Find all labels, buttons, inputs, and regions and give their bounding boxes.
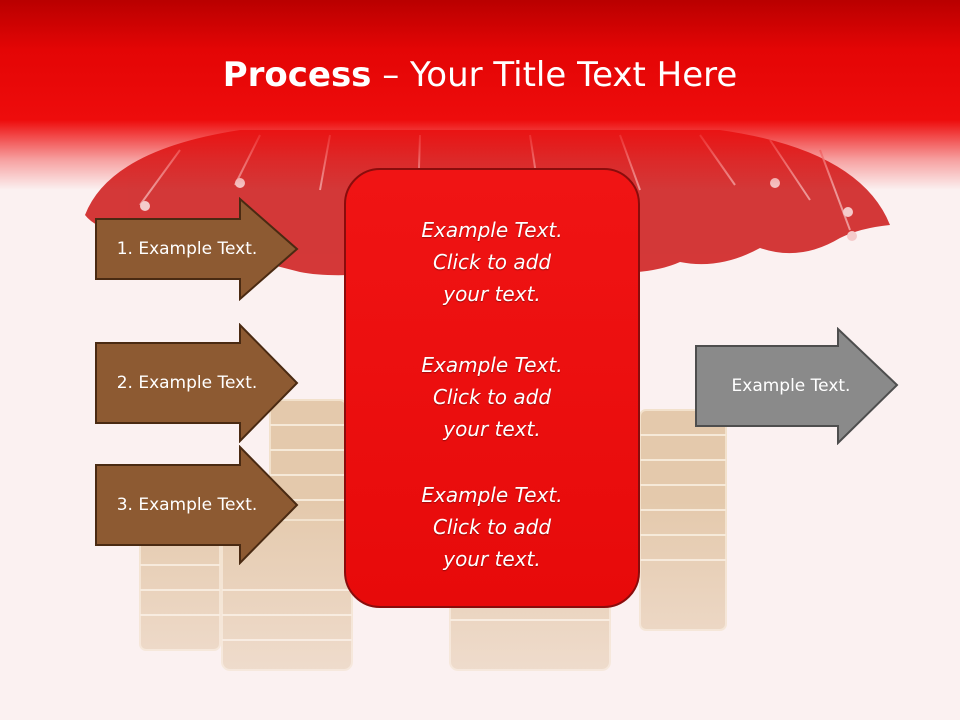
right-arrow: Example Text. — [694, 327, 900, 445]
left-arrow-1: 1. Example Text. — [94, 197, 300, 301]
title-rest: – Your Title Text Here — [371, 55, 738, 95]
center-block-line: Click to add — [432, 385, 552, 409]
center-block-1: Example Text. Click to add your text. — [346, 214, 638, 310]
left-arrow-label: 2. Example Text. — [116, 373, 258, 393]
center-block-line: Example Text. — [421, 483, 563, 507]
header-band — [0, 0, 960, 190]
right-arrow-label: Example Text. — [731, 376, 851, 396]
center-block-line: your text. — [443, 547, 541, 571]
slide-title: Process – Your Title Text Here — [0, 52, 960, 98]
arrow-right-icon — [95, 197, 299, 301]
center-block-line: your text. — [443, 417, 541, 441]
arrow-right-icon — [95, 445, 299, 565]
arrow-right-icon — [695, 327, 899, 445]
center-block-line: Example Text. — [421, 353, 563, 377]
center-block-line: Click to add — [432, 515, 552, 539]
center-block-3: Example Text. Click to add your text. — [346, 479, 638, 575]
center-block-line: Example Text. — [421, 218, 563, 242]
arrow-right-icon — [95, 323, 299, 443]
center-block-line: Click to add — [432, 250, 552, 274]
center-text-box: Example Text. Click to add your text. Ex… — [344, 168, 640, 608]
title-bold: Process — [222, 55, 372, 95]
left-arrow-2: 2. Example Text. — [94, 323, 300, 443]
left-arrow-label: 1. Example Text. — [116, 239, 258, 259]
left-arrow-3: 3. Example Text. — [94, 445, 300, 565]
left-arrow-label: 3. Example Text. — [116, 495, 258, 515]
center-block-2: Example Text. Click to add your text. — [346, 349, 638, 445]
center-block-line: your text. — [443, 282, 541, 306]
